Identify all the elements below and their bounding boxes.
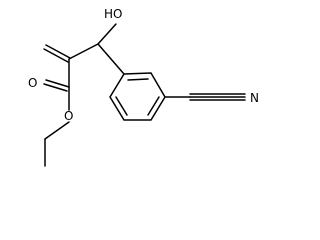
atom-labels: HO O O N <box>28 7 259 123</box>
bonds <box>43 23 246 167</box>
carbinol-to-hydroxyl-bond <box>97 23 117 45</box>
carbonyl-bond-2 <box>43 83 68 92</box>
nitrile-nitrogen-label: N <box>250 91 259 105</box>
methylene-bond-1 <box>45 44 71 59</box>
benzene-ring <box>109 72 166 121</box>
benzene-inner-bond-3 <box>115 96 128 116</box>
benzene-inner-bond-1 <box>127 78 149 81</box>
molecule-canvas: HO O O N <box>28 7 259 167</box>
alkene-to-carbinol-bond <box>68 43 99 60</box>
benzene-inner-bond-2 <box>147 96 160 116</box>
ethyl-bond-1 <box>44 121 70 140</box>
molecule-diagram: HO O O N <box>28 7 259 167</box>
methylene-bond-2 <box>43 48 69 63</box>
hydroxyl-label: HO <box>104 7 122 21</box>
carbinol-to-ring-bond <box>97 43 125 75</box>
carbonyl-bond-1 <box>45 79 70 88</box>
ester-oxygen-label: O <box>64 109 73 123</box>
carbonyl-oxygen-label: O <box>28 76 37 90</box>
